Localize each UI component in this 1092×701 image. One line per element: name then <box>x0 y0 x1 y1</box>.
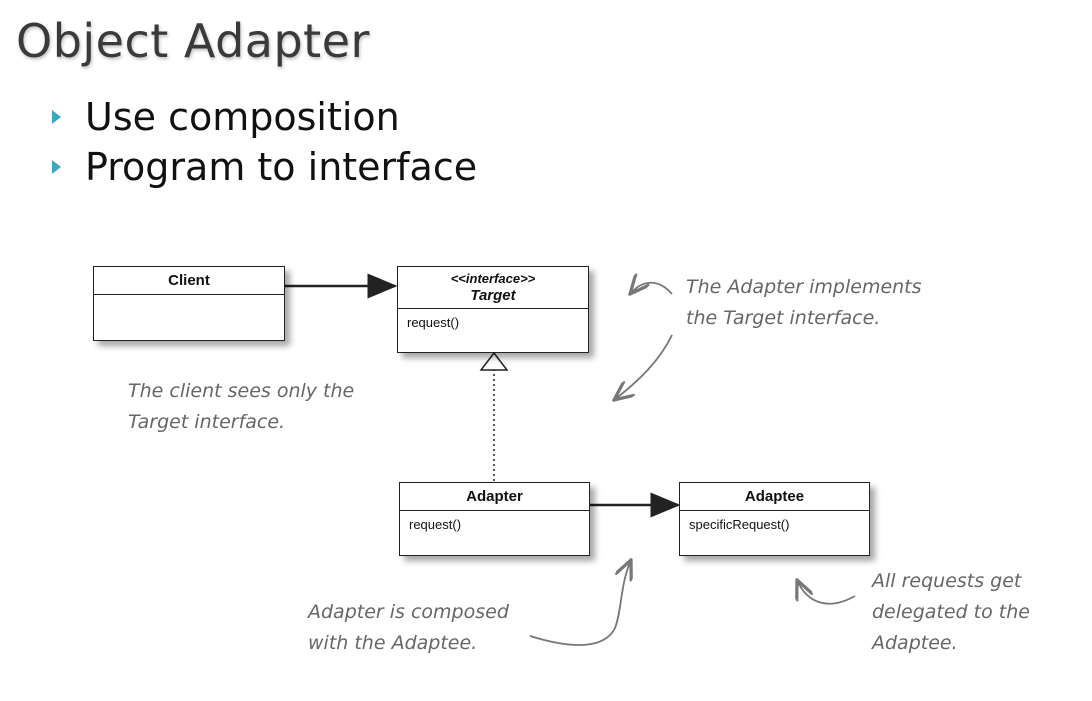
target-class-name: Target <box>470 287 516 304</box>
bullet-list: Use composition Program to interface <box>52 92 477 192</box>
note-line: with the Adaptee. <box>308 632 478 654</box>
note-requests-delegated: All requests get delegated to the Adapte… <box>872 566 1030 659</box>
adapter-class-name: Adapter <box>400 483 589 511</box>
note-line: Adapter is composed <box>308 601 509 623</box>
note-client-sees: The client sees only the Target interfac… <box>128 376 354 438</box>
note-line: The Adapter implements <box>686 276 922 298</box>
bullet-arrow-icon <box>52 110 61 124</box>
bullet-item: Use composition <box>52 92 477 142</box>
note-arrow-composed <box>529 560 631 646</box>
note-adapter-implements: The Adapter implements the Target interf… <box>686 272 922 334</box>
adaptee-method: specificRequest() <box>689 517 790 532</box>
bullet-text: Use composition <box>85 95 400 139</box>
target-method: request() <box>407 315 460 330</box>
client-class-name: Client <box>94 267 284 295</box>
note-line: The client sees only the <box>128 380 355 402</box>
target-stereotype: <<interface>> <box>450 271 536 286</box>
bullet-text: Program to interface <box>85 145 478 189</box>
target-header: <<interface>> Target <box>398 267 588 309</box>
note-line: Adaptee. <box>872 632 958 654</box>
adapter-method: request() <box>409 517 462 532</box>
realization-triangle-icon <box>479 351 509 371</box>
adapter-class-box: Adapter request() <box>399 482 590 556</box>
note-adapter-composed: Adapter is composed with the Adaptee. <box>308 597 509 659</box>
adaptee-class-name: Adaptee <box>680 483 869 511</box>
bullet-item: Program to interface <box>52 142 477 192</box>
bullet-arrow-icon <box>52 160 61 174</box>
note-line: Target interface. <box>128 411 286 433</box>
target-interface-box: <<interface>> Target request() <box>397 266 589 353</box>
note-arrow-implements <box>630 283 673 294</box>
adaptee-class-box: Adaptee specificRequest() <box>679 482 870 556</box>
note-arrow-delegated <box>797 580 856 605</box>
note-line: the Target interface. <box>686 307 881 329</box>
slide-title: Object Adapter <box>16 14 370 68</box>
note-line: All requests get <box>872 570 1022 592</box>
client-class-box: Client <box>93 266 285 341</box>
note-line: delegated to the <box>872 601 1030 623</box>
note-arrow-implements-down <box>614 334 673 400</box>
